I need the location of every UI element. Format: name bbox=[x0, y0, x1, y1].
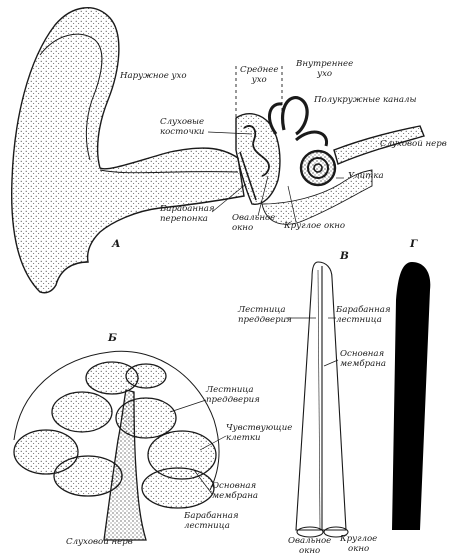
label-oval-window-a: Овальное окно bbox=[232, 214, 275, 233]
label-scala-vestibuli-b: Лестница преддверия bbox=[206, 386, 260, 405]
label-scala-vestibuli-v: Лестница преддверия bbox=[238, 306, 292, 325]
label-eardrum: Барабанная перепонка bbox=[160, 205, 215, 224]
label-scala-tympani-v: Барабанная лестница bbox=[336, 306, 391, 325]
label-basilar-membrane-v: Основная мембрана bbox=[340, 350, 386, 369]
cochlea-turn-4 bbox=[52, 392, 112, 432]
tube-divider bbox=[318, 270, 320, 530]
cochlea-turn-8 bbox=[126, 364, 166, 388]
pinna bbox=[12, 8, 244, 293]
label-panel-a: А bbox=[112, 240, 121, 250]
label-panel-b: Б bbox=[108, 334, 117, 344]
leader-scala-vestibuli-b bbox=[170, 400, 206, 412]
label-semicircular-canals: Полукружные каналы bbox=[314, 96, 417, 106]
label-auditory-nerve-b: Слуховой нерв bbox=[66, 538, 133, 548]
semicircular-canal-1 bbox=[283, 98, 308, 134]
label-basilar-membrane-b: Основная мембрана bbox=[212, 482, 258, 501]
label-panel-g: Г bbox=[410, 240, 417, 250]
panel-g-shape bbox=[392, 262, 430, 530]
label-panel-v: В bbox=[340, 252, 349, 262]
label-round-window-v: Круглое окно bbox=[340, 535, 377, 554]
label-cochlea: Улитка bbox=[348, 172, 384, 182]
semicircular-canal-2 bbox=[269, 104, 282, 134]
label-round-window-a: Круглое окно bbox=[284, 222, 345, 232]
label-scala-tympani-b: Барабанная лестница bbox=[184, 512, 239, 531]
cochlea-turn-3 bbox=[142, 468, 214, 508]
panel-v-unrolled-cochlea bbox=[286, 262, 348, 537]
panel-a-ear-diagram bbox=[12, 8, 424, 293]
semicircular-canal-3 bbox=[296, 132, 327, 146]
label-ossicles: Слуховые косточки bbox=[160, 118, 204, 137]
label-sensory-cells: Чувствующие клетки bbox=[226, 424, 292, 443]
label-inner-ear: Внутреннее ухо bbox=[296, 60, 353, 79]
cochlea-outer bbox=[301, 151, 335, 185]
label-oval-window-v: Овальное окно bbox=[288, 537, 331, 556]
label-outer-ear: Наружное ухо bbox=[120, 72, 187, 82]
label-middle-ear: Среднее ухо bbox=[240, 66, 278, 85]
label-auditory-nerve-a: Слуховой нерв bbox=[380, 140, 447, 150]
leader-basilar-v bbox=[324, 360, 338, 366]
unrolled-tube bbox=[296, 262, 346, 530]
